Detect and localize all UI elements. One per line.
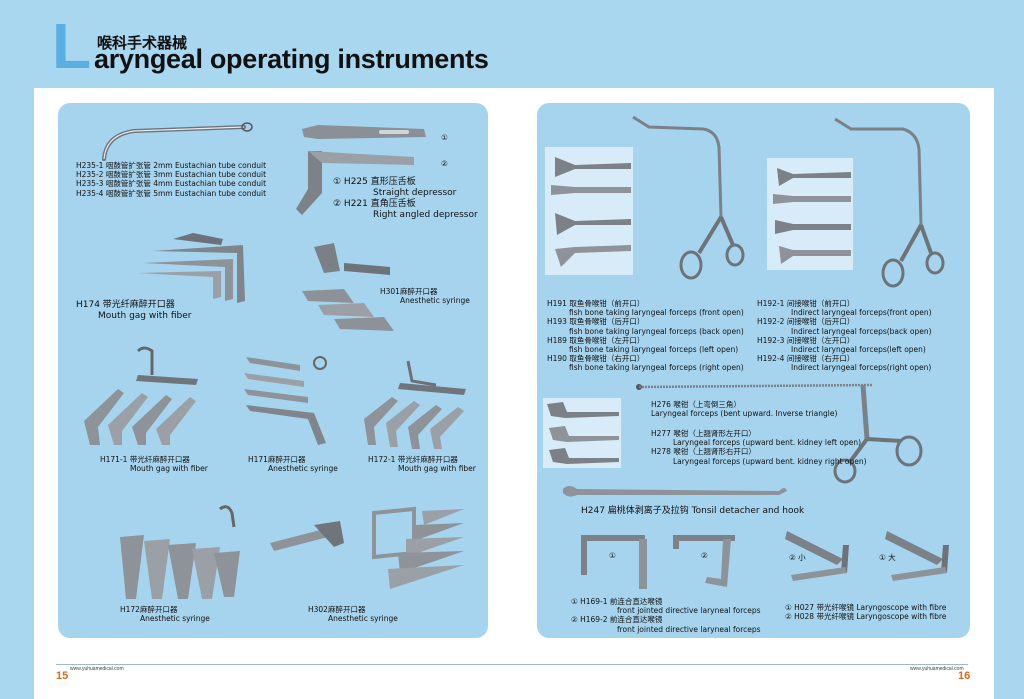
h302-anesthetic-syringe-image [270,506,464,589]
h302-caption: H302麻醉开口器 Anesthetic syringe [308,605,398,624]
fish-bone-forceps-tips-image [551,157,631,267]
tonsil-detacher-image [563,486,787,497]
depressor-caption: ① H225 直形压舌板 Straight depressor ② H221 直… [333,177,478,220]
tongue-depressor-image [296,125,426,215]
h276-caption: H276 喉钳（上弯倒三角） Laryngeal forceps (bent u… [651,400,838,419]
right-catalog-panel: H191 取鱼骨喉钳（前开口） fish bone taking larynge… [537,103,970,638]
h235-caption: H235-1 咽鼓管扩张管 2mm Eustachian tube condui… [76,161,267,198]
depressor-mark-1: ① [441,133,448,142]
website-right: www.yuhuamedical.com [910,666,964,672]
page-title-english: aryngeal operating instruments [94,44,489,74]
h171-anesthetic-syringe-image [244,356,327,445]
left-catalog-panel: H235-1 咽鼓管扩张管 2mm Eustachian tube condui… [58,103,488,638]
h301-caption: H301麻醉开口器 Anesthetic syringe [380,287,470,306]
indirect-forceps-image [834,117,945,288]
h174-caption: H174 带光纤麻醉开口器 Mouth gag with fiber [76,300,192,321]
left-margin-band [0,0,34,699]
h171-caption: H171麻醉开口器 Anesthetic syringe [248,455,338,474]
scope-mark-small: ② 小 [789,553,806,562]
laryngeal-forceps-tips-inset [543,398,621,468]
h169-mark-1: ① [609,551,616,560]
h172-1-mouth-gag-image [364,360,466,449]
page-title-chinese: 喉科手术器械 [97,34,188,52]
indirect-forceps-tips-image [773,168,851,264]
depressor-mark-2: ② [441,159,448,168]
h171-1-mouth-gag-image [84,346,198,445]
page-number-right: 16 [958,670,971,682]
indirect-forceps-tips-inset [767,158,853,270]
h169-mark-2: ② [701,551,708,560]
fish-bone-forceps-image [632,115,745,280]
h277-h278-caption: H277 喉钳（上翘肾形左开口） Laryngeal forceps (upwa… [651,429,867,466]
right-margin-band [994,0,1024,699]
fish-bone-forceps-caption: H191 取鱼骨喉钳（前开口） fish bone taking larynge… [547,299,744,373]
footer-rule [56,664,968,665]
indirect-forceps-caption: H192-1 间接喉钳（前开口） Indirect laryngeal forc… [757,299,932,373]
laryngeal-forceps-image [636,383,923,484]
fibre-laryngoscope-caption: ① H027 带光纤喉镜 Laryngoscope with fibre ② H… [785,603,947,622]
h247-caption: H247 扁桃体剥离子及拉钩 Tonsil detacher and hook [581,506,805,516]
fibre-laryngoscope-image [785,531,949,581]
laryngeal-forceps-tips-image [547,402,619,464]
eustachian-tube-conduit-image [102,122,253,161]
page-number-left: 15 [56,670,69,682]
h174-mouth-gag-image [137,233,245,303]
website-left: www.yuhuamedical.com [70,666,124,672]
h172-anesthetic-syringe-image [120,505,240,599]
h169-caption: ① H169-1 前连合直达喉镜 front jointed directive… [571,597,761,634]
h172-caption: H172麻醉开口器 Anesthetic syringe [120,605,210,624]
fish-bone-forceps-tips-inset [545,147,633,275]
h171-1-caption: H171-1 带光纤麻醉开口器 Mouth gag with fiber [100,455,208,474]
header-band [0,0,1024,88]
title-initial-letter: L [52,10,92,82]
h169-laryngoscope-image [581,535,735,589]
h172-1-caption: H172-1 带光纤麻醉开口器 Mouth gag with fiber [368,455,476,474]
h301-anesthetic-syringe-image [302,243,394,331]
scope-mark-large: ① 大 [879,553,896,562]
